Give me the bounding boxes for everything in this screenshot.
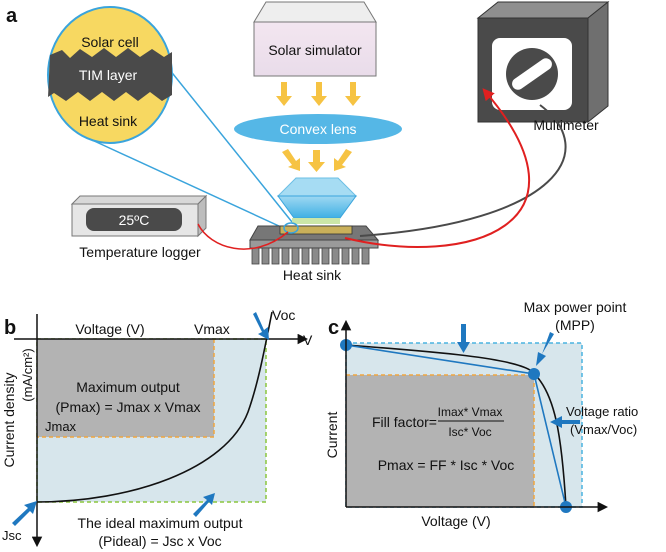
multimeter-wire-black (359, 104, 567, 237)
ideal-output-formula: (Pideal) = Jsc x Voc (98, 533, 221, 549)
convex-lens: Convex lens (234, 114, 402, 144)
iv-curve-b (36, 311, 273, 503)
ff-denominator: Isc* Voc (448, 425, 491, 439)
temperature-display: 25ºC (119, 212, 150, 228)
panel-c-label: c (328, 317, 339, 339)
vmax-label: Vmax (194, 321, 230, 337)
mpp-arrow (536, 332, 554, 366)
current-density-label: Current density (1, 373, 17, 468)
pmax-formula: Pmax = FF * Isc * Voc (378, 457, 515, 473)
max-power-fill (346, 375, 534, 507)
voltage-ratio-line1: Voltage ratio (566, 404, 638, 419)
max-output-title: Maximum output (76, 379, 180, 395)
zoom-line-bottom (91, 139, 293, 233)
multimeter: Multimeter (476, 0, 610, 133)
panel-a-label: a (6, 5, 18, 27)
zoom-heat-sink-label: Heat sink (79, 113, 138, 129)
voltage-axis-label-b: Voltage (V) (75, 321, 144, 337)
light-prism (276, 177, 358, 224)
mpp-label-line2: (MPP) (555, 317, 595, 333)
blue-arrows-b (12, 312, 269, 526)
logger-wire (197, 223, 289, 250)
mpp-label-line1: Max power point (524, 299, 627, 315)
jsc-label: Jsc (2, 528, 22, 543)
voltage-axis-label-c: Voltage (V) (421, 513, 490, 529)
ideal-output-title: The ideal maximum output (78, 515, 243, 531)
ff-numerator: Imax* Vmax (438, 405, 503, 419)
voc-label: Voc (272, 307, 295, 323)
blue-arrows-c (457, 324, 580, 428)
max-power-point (528, 368, 540, 380)
tim-layer-band (48, 48, 172, 101)
voc-arrow (253, 312, 269, 340)
zoom-tim-label: TIM layer (79, 67, 138, 83)
heat-sink: Heat sink (249, 222, 380, 283)
current-density-unit: (mA/cm²) (20, 348, 35, 401)
solar-simulator: Solar simulator (253, 1, 377, 77)
heat-sink-label: Heat sink (283, 267, 342, 283)
solar-simulator-label: Solar simulator (268, 42, 362, 58)
max-output-formula: (Pmax) = Jmax x Vmax (55, 399, 200, 415)
temperature-logger-label: Temperature logger (79, 244, 201, 260)
light-arrows-focused (282, 149, 352, 172)
convex-lens-label: Convex lens (279, 121, 356, 137)
temperature-logger: 25ºC Temperature logger (70, 194, 208, 260)
jmax-label: Jmax (45, 419, 77, 434)
current-axis-label-c: Current (324, 412, 340, 459)
max-output-border (37, 339, 215, 438)
panel-a: a Solar cell TIM layer Heat sink Solar s… (6, 0, 610, 283)
top-line-arrow (457, 324, 470, 353)
panel-b: b Voltage (V) V Vmax Voc Current density… (1, 307, 313, 549)
max-power-border (346, 374, 535, 507)
fill-factor-label: Fill factor= (372, 414, 437, 430)
panel-c: c Max power point (MPP) Voltage ratio (V… (324, 299, 638, 529)
max-output-fill (37, 339, 214, 437)
zoom-circle: Solar cell TIM layer Heat sink (47, 6, 173, 144)
light-arrows-top (276, 82, 361, 106)
multimeter-label: Multimeter (533, 117, 599, 133)
voltage-ratio-line2: (Vmax/Voc) (570, 422, 637, 437)
multimeter-wire-red (344, 88, 531, 248)
zoom-solar-cell-label: Solar cell (81, 34, 139, 50)
voltage-arrow-label: V (303, 332, 313, 348)
voltage-ratio-arrow (550, 416, 580, 428)
panel-b-label: b (4, 317, 16, 339)
jsc-arrow (12, 501, 37, 526)
ideal-output-arrow (193, 493, 215, 517)
